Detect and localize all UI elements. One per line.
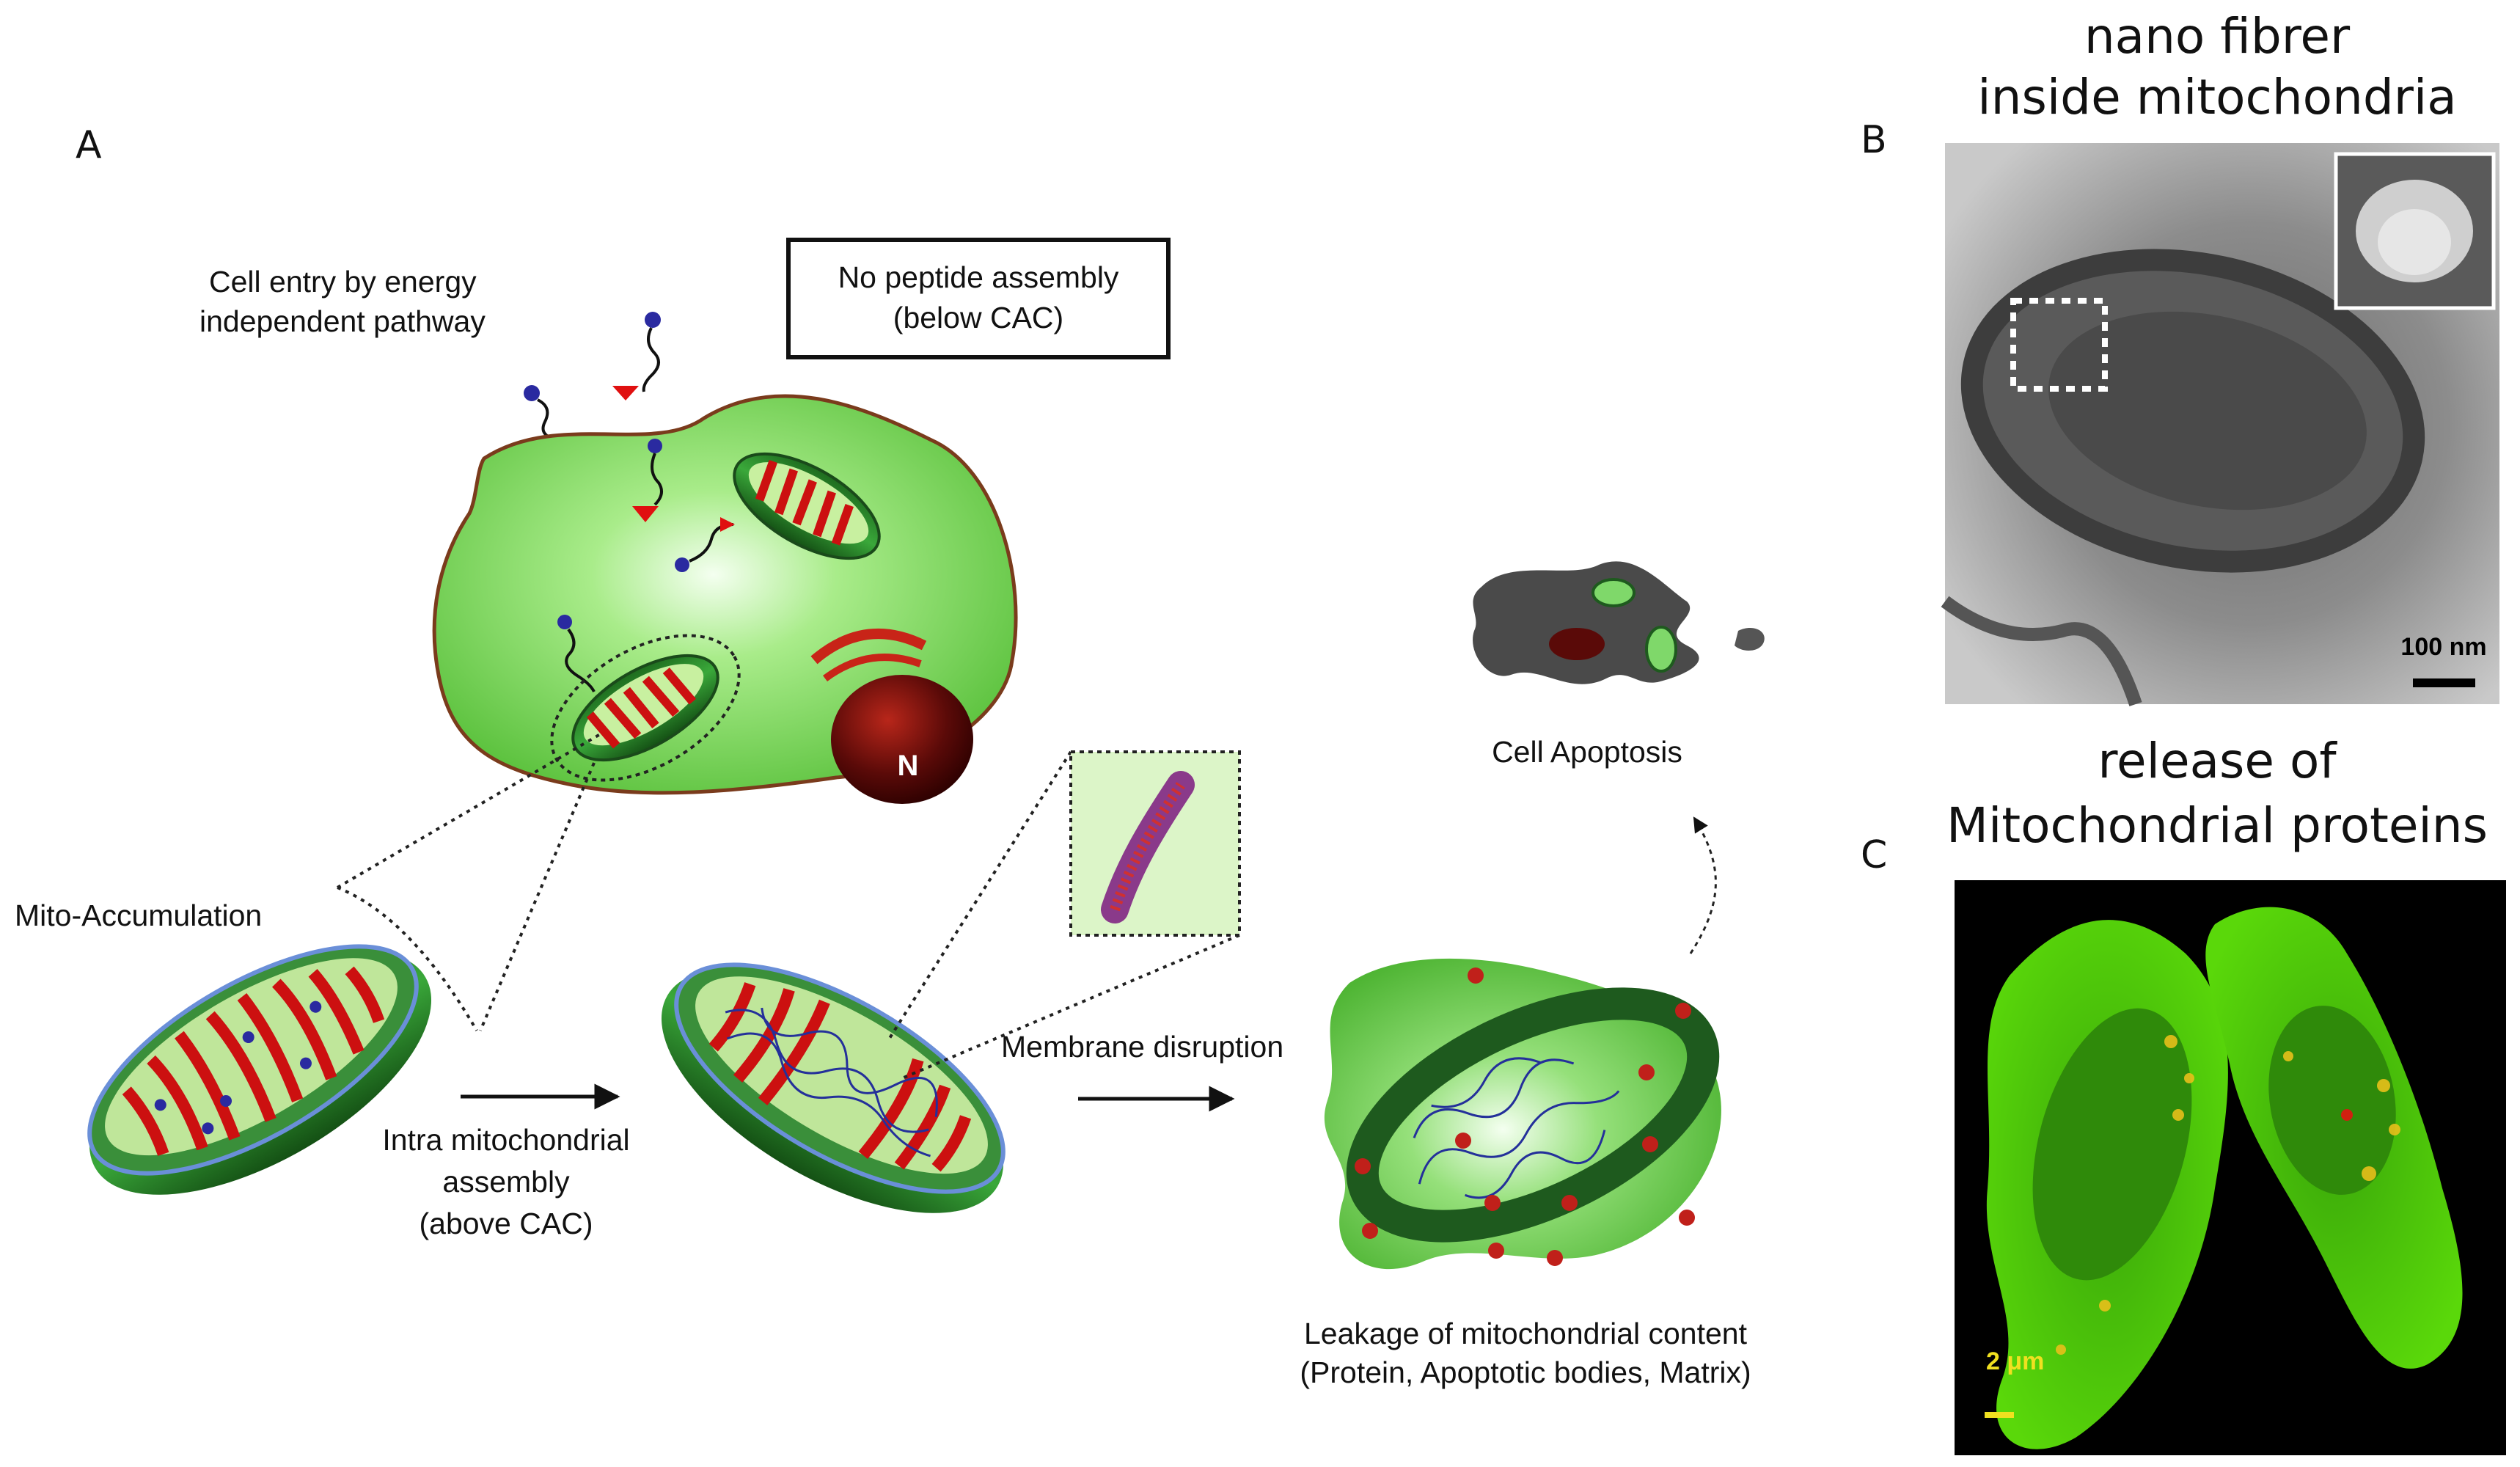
entry-label-line2: independent pathway <box>199 304 486 338</box>
panel-c-letter: C <box>1861 833 1887 877</box>
peptide-icon <box>612 312 661 400</box>
intra-label-line3: (above CAC) <box>420 1207 593 1240</box>
panel-c-title-line2: Mitochondrial proteins <box>1946 797 2488 854</box>
peptide-icon <box>557 615 596 692</box>
leakage-label-line1: Leakage of mitochondrial content <box>1304 1317 1748 1350</box>
nucleus-envelope-arc <box>810 629 927 665</box>
nucleus-icon <box>831 675 973 804</box>
panel-b-title-line1: nano fibrer <box>2084 8 2351 65</box>
mitochondrion-icon <box>87 944 432 1195</box>
disrupted-cell <box>1324 958 1721 1270</box>
leakage-label-line2: (Protein, Apoptotic bodies, Matrix) <box>1300 1356 1751 1389</box>
panel-b-title-line2: inside mitochondria <box>1977 69 2456 125</box>
no-assembly-box <box>786 238 1171 359</box>
panel-a-letter: A <box>76 123 102 167</box>
zoom-highlight <box>550 634 741 782</box>
panel-b-letter: B <box>1861 118 1887 162</box>
mitochondrion-icon <box>733 452 881 560</box>
released-protein-dots <box>1355 967 1695 1266</box>
no-assembly-line2: (below CAC) <box>893 301 1063 334</box>
peptide-icon <box>632 439 663 522</box>
ruptured-mitochondrion <box>1346 987 1720 1243</box>
nanofiber-texture <box>1110 782 1185 912</box>
zoom-line <box>336 732 603 1032</box>
apoptosis-label: Cell Apoptosis <box>1492 735 1682 769</box>
tem-image <box>1941 143 2499 706</box>
no-assembly-line1: No peptide assembly <box>838 260 1119 294</box>
peptide-icon <box>675 517 735 572</box>
membrane-disruption-label: Membrane disruption <box>1001 1030 1283 1064</box>
mito-accumulation-label: Mito-Accumulation <box>15 899 262 932</box>
apoptotic-fragment <box>1735 627 1765 651</box>
apoptotic-mitochondrion <box>1592 578 1636 607</box>
fluorescence-scale-label: 2 μm <box>1986 1347 2044 1375</box>
panel-c-title-line1: release of <box>2098 733 2337 789</box>
tem-scale-label: 100 nm <box>2400 633 2486 661</box>
mitochondrion-icon <box>661 962 1006 1213</box>
arrow-icon <box>1689 816 1717 954</box>
fluorescence-image <box>1955 880 2506 1455</box>
apoptotic-cell <box>1473 561 1699 684</box>
intra-label-line2: assembly <box>442 1165 570 1199</box>
nucleus-label: N <box>898 750 919 782</box>
intra-label-line1: Intra mitochondrial <box>382 1123 629 1157</box>
apoptotic-mitochondrion <box>1645 626 1677 673</box>
apoptotic-nucleus <box>1549 628 1605 660</box>
entry-label-line1: Cell entry by energy <box>209 265 477 299</box>
nucleus-envelope-arc <box>823 654 922 682</box>
